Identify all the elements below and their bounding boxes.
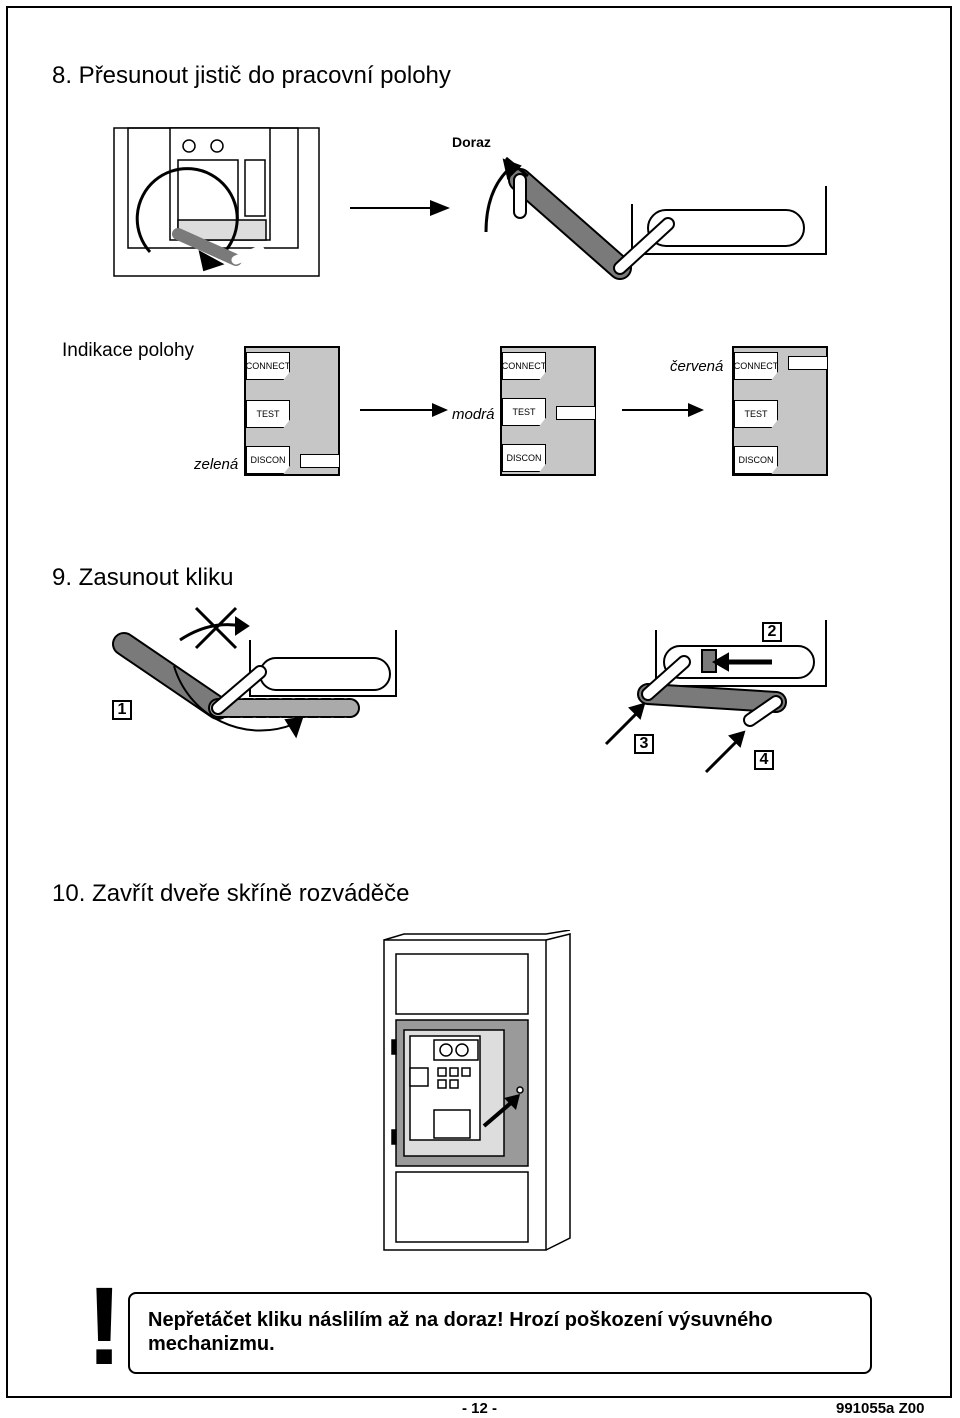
- doraz-label: Doraz: [452, 134, 491, 150]
- discon-tag: DISCON: [246, 446, 290, 474]
- switchboard-cabinet: [383, 930, 571, 1251]
- step8-title: 8. Přesunout jistič do pracovní polohy: [52, 62, 451, 89]
- page-border: [6, 6, 952, 1398]
- warning-icon: !: [86, 1265, 123, 1388]
- indicator-panel-connect: CONNECT TEST DISCON: [732, 346, 828, 476]
- warning-text: Nepřetáčet kliku náslilím až na doraz! H…: [148, 1309, 773, 1355]
- indikace-label: Indikace polohy: [62, 340, 195, 361]
- position-indicator: [788, 356, 828, 370]
- zelena-label: zelená: [194, 456, 239, 473]
- test-tag: TEST: [734, 400, 778, 428]
- indicator-panel-disconnect: CONNECT TEST DISCON: [244, 346, 340, 476]
- indicator-panel-test: CONNECT TEST DISCON: [500, 346, 596, 476]
- cervena-label: červená: [670, 358, 724, 375]
- position-indicator: [300, 454, 340, 468]
- document-code: 991055a Z00: [836, 1400, 925, 1417]
- step9-illustration: [112, 606, 827, 774]
- page-number: - 12 -: [462, 1400, 498, 1417]
- arrow-right-1: [350, 200, 450, 216]
- test-tag: TEST: [502, 398, 546, 426]
- arrow-right-2: [360, 403, 448, 417]
- step-number-2: 2: [762, 622, 782, 642]
- step9-title: 9. Zasunout kliku: [52, 564, 234, 591]
- crank-insert-right: [604, 620, 827, 774]
- arrow-right-3: [622, 403, 704, 417]
- connect-tag: CONNECT: [246, 352, 290, 380]
- modra-label: modrá: [452, 406, 495, 423]
- step8-illustration: [113, 127, 827, 280]
- connect-tag: CONNECT: [734, 352, 778, 380]
- warning-box: Nepřetáčet kliku náslilím až na doraz! H…: [128, 1292, 872, 1374]
- step10-title: 10. Zavřít dveře skříně rozváděče: [52, 880, 410, 907]
- test-tag: TEST: [246, 400, 290, 428]
- discon-tag: DISCON: [502, 444, 546, 472]
- step-number-3: 3: [634, 734, 654, 754]
- crank-large: [484, 156, 827, 280]
- breaker-front: [113, 127, 320, 277]
- step-number-1: 1: [112, 700, 132, 720]
- step-number-4: 4: [754, 750, 774, 770]
- connect-tag: CONNECT: [502, 352, 546, 380]
- handle-small: [172, 228, 265, 272]
- discon-tag: DISCON: [734, 446, 778, 474]
- position-indicator: [556, 406, 596, 420]
- crank-insert-left: [112, 606, 397, 739]
